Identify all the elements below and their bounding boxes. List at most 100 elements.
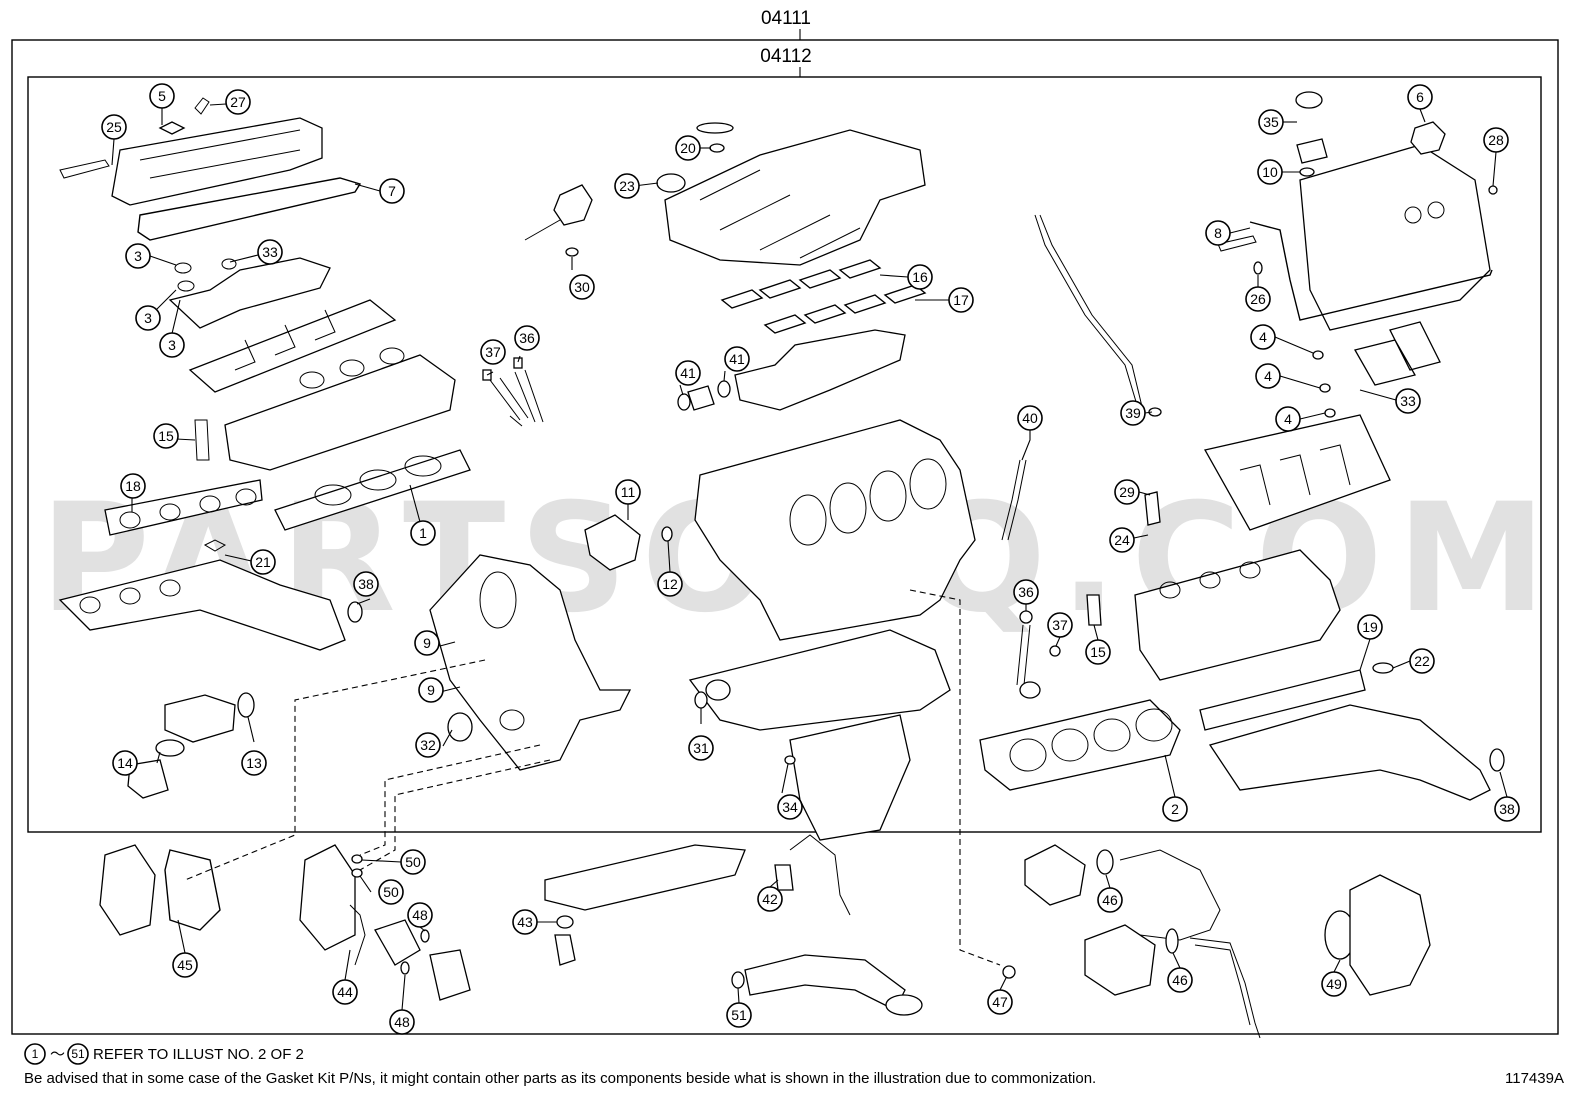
callout-28[interactable]: 28 [1483, 127, 1509, 153]
callout-50[interactable]: 50 [400, 849, 426, 875]
callout-40[interactable]: 40 [1017, 405, 1043, 431]
svg-text:50: 50 [405, 854, 421, 870]
callout-8[interactable]: 8 [1205, 220, 1231, 246]
callout-20[interactable]: 20 [675, 135, 701, 161]
callout-4[interactable]: 4 [1255, 363, 1281, 389]
callout-4[interactable]: 4 [1275, 406, 1301, 432]
callout-36[interactable]: 36 [514, 325, 540, 351]
callout-35[interactable]: 35 [1258, 109, 1284, 135]
callout-3[interactable]: 3 [135, 305, 161, 331]
svg-text:33: 33 [1400, 393, 1416, 409]
callout-2[interactable]: 2 [1162, 796, 1188, 822]
svg-text:41: 41 [729, 351, 745, 367]
callout-4[interactable]: 4 [1250, 324, 1276, 350]
svg-text:37: 37 [485, 344, 501, 360]
callout-24[interactable]: 24 [1109, 527, 1135, 553]
callout-25[interactable]: 25 [101, 114, 127, 140]
illustration-id: 117439A [1505, 1070, 1564, 1087]
callout-41[interactable]: 41 [724, 346, 750, 372]
svg-text:27: 27 [230, 94, 246, 110]
footnote-advisory: Be advised that in some case of the Gask… [24, 1070, 1096, 1087]
svg-text:48: 48 [394, 1014, 410, 1030]
callout-27[interactable]: 27 [225, 89, 251, 115]
footnote-refer-text: REFER TO ILLUST NO. 2 OF 2 [93, 1046, 304, 1063]
callout-17[interactable]: 17 [948, 287, 974, 313]
callout-10[interactable]: 10 [1257, 159, 1283, 185]
callout-32[interactable]: 32 [415, 732, 441, 758]
callout-11[interactable]: 11 [615, 479, 641, 505]
svg-text:7: 7 [388, 183, 396, 199]
callout-21[interactable]: 21 [250, 549, 276, 575]
callout-23[interactable]: 23 [614, 173, 640, 199]
callout-51[interactable]: 51 [726, 1002, 752, 1028]
svg-text:50: 50 [383, 884, 399, 900]
svg-text:1: 1 [419, 525, 427, 541]
callout-3[interactable]: 3 [125, 243, 151, 269]
callout-13[interactable]: 13 [241, 750, 267, 776]
svg-text:19: 19 [1362, 619, 1378, 635]
svg-text:20: 20 [680, 140, 696, 156]
callout-7[interactable]: 7 [379, 178, 405, 204]
group-code-outer: 04111 [761, 8, 811, 29]
callout-9[interactable]: 9 [414, 630, 440, 656]
svg-text:8: 8 [1214, 225, 1222, 241]
callout-18[interactable]: 18 [120, 473, 146, 499]
callout-26[interactable]: 26 [1245, 286, 1271, 312]
callout-16[interactable]: 16 [907, 264, 933, 290]
svg-text:6: 6 [1416, 89, 1424, 105]
callout-31[interactable]: 31 [688, 735, 714, 761]
callout-1[interactable]: 1 [410, 520, 436, 546]
svg-text:46: 46 [1102, 892, 1118, 908]
svg-text:2: 2 [1171, 801, 1179, 817]
svg-text:36: 36 [519, 330, 535, 346]
svg-text:12: 12 [662, 576, 678, 592]
dashed-reference-lines [184, 589, 1001, 966]
svg-text:15: 15 [1090, 644, 1106, 660]
svg-text:4: 4 [1259, 329, 1267, 345]
callout-30[interactable]: 30 [569, 274, 595, 300]
callout-49[interactable]: 49 [1321, 971, 1347, 997]
inner-frame [27, 76, 1542, 833]
callout-3[interactable]: 3 [159, 332, 185, 358]
callout-45[interactable]: 45 [172, 952, 198, 978]
callout-38[interactable]: 38 [353, 571, 379, 597]
callout-41[interactable]: 41 [675, 360, 701, 386]
callout-46[interactable]: 46 [1167, 967, 1193, 993]
callout-33[interactable]: 33 [1395, 388, 1421, 414]
callout-9[interactable]: 9 [418, 677, 444, 703]
callout-22[interactable]: 22 [1409, 648, 1435, 674]
svg-text:48: 48 [412, 907, 428, 923]
callout-5[interactable]: 5 [149, 83, 175, 109]
callout-15[interactable]: 15 [153, 423, 179, 449]
footnote-range-start: 1 [24, 1043, 46, 1065]
svg-text:13: 13 [246, 755, 262, 771]
svg-text:9: 9 [427, 682, 435, 698]
callout-12[interactable]: 12 [657, 571, 683, 597]
callout-44[interactable]: 44 [332, 979, 358, 1005]
callout-48[interactable]: 48 [389, 1009, 415, 1035]
callout-39[interactable]: 39 [1120, 400, 1146, 426]
callout-48[interactable]: 48 [407, 902, 433, 928]
svg-text:38: 38 [358, 576, 374, 592]
callout-19[interactable]: 19 [1357, 614, 1383, 640]
callout-37[interactable]: 37 [480, 339, 506, 365]
callout-47[interactable]: 47 [987, 989, 1013, 1015]
svg-text:24: 24 [1114, 532, 1130, 548]
callout-15[interactable]: 15 [1085, 639, 1111, 665]
footnote: 1 ～ 51 REFER TO ILLUST NO. 2 OF 2 Be adv… [24, 1043, 1096, 1087]
callout-33[interactable]: 33 [257, 239, 283, 265]
callout-34[interactable]: 34 [777, 794, 803, 820]
callout-43[interactable]: 43 [512, 909, 538, 935]
svg-text:32: 32 [420, 737, 436, 753]
svg-text:4: 4 [1264, 368, 1272, 384]
callout-36[interactable]: 36 [1013, 579, 1039, 605]
callout-46[interactable]: 46 [1097, 887, 1123, 913]
callout-42[interactable]: 42 [757, 886, 783, 912]
callout-14[interactable]: 14 [112, 750, 138, 776]
callout-29[interactable]: 29 [1114, 479, 1140, 505]
callout-37[interactable]: 37 [1047, 612, 1073, 638]
callout-6[interactable]: 6 [1407, 84, 1433, 110]
callout-38[interactable]: 38 [1494, 796, 1520, 822]
callout-50[interactable]: 50 [378, 879, 404, 905]
